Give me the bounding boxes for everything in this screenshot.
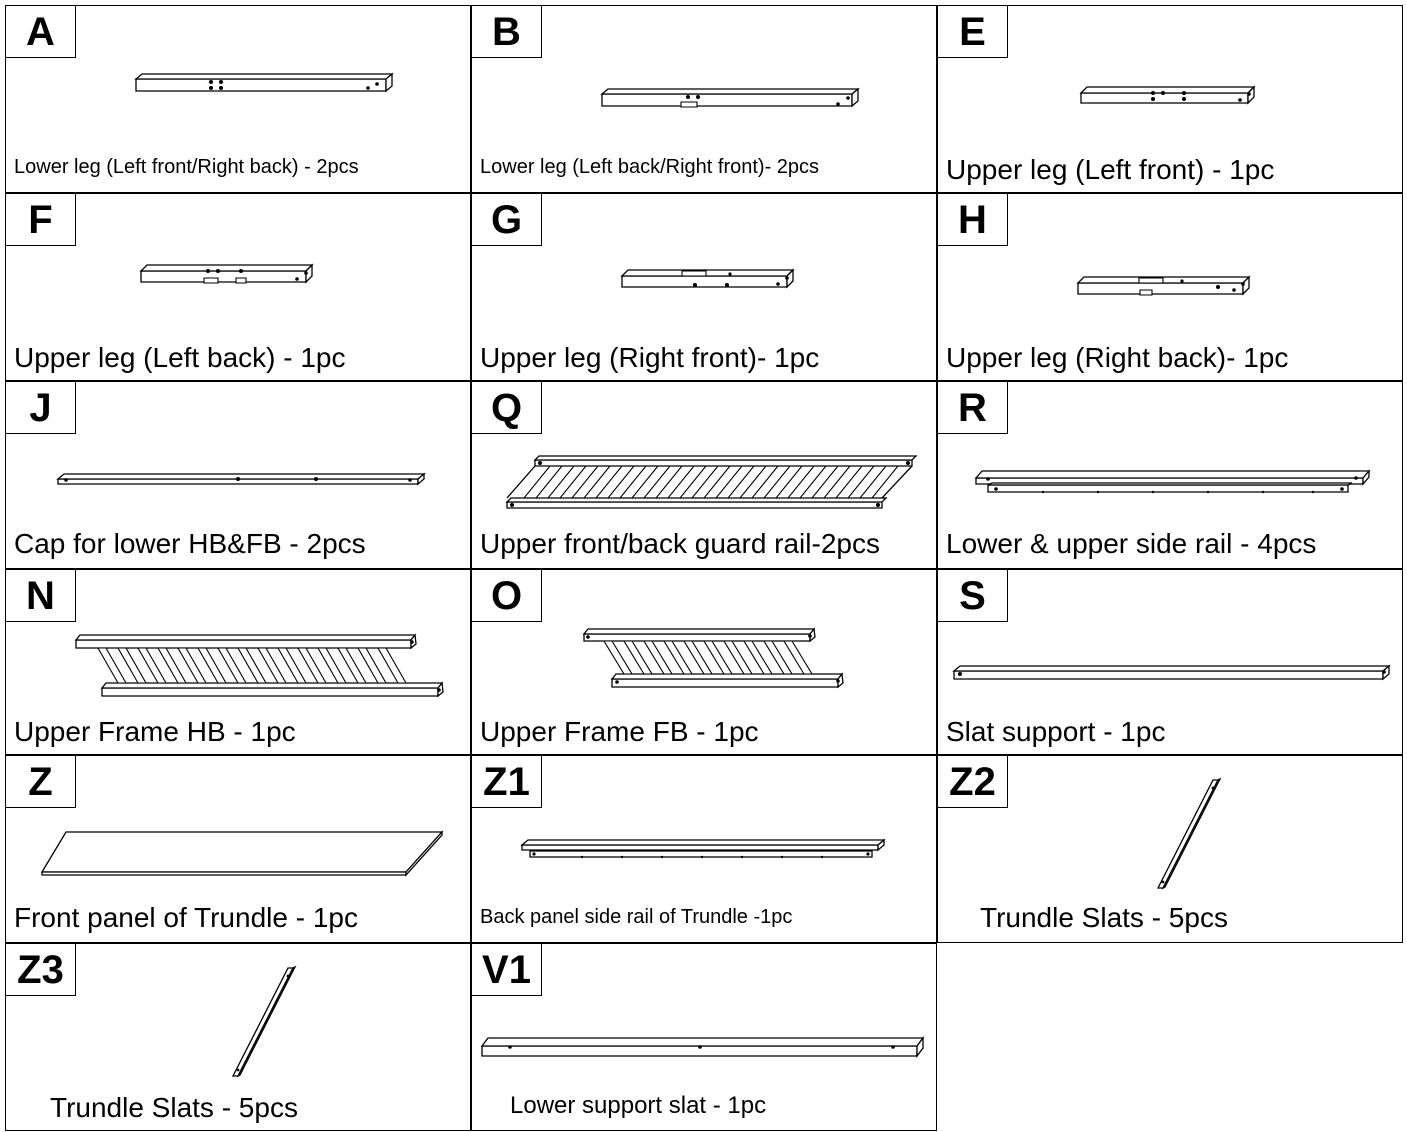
- part-letter: G: [472, 194, 542, 246]
- side-rail-drawing: [938, 382, 1404, 494]
- upper-leg-drawing: [938, 6, 1404, 194]
- part-cell-a: A Lower leg (Left front/Right back) - 2p…: [5, 5, 471, 193]
- part-cell-z: Z Front panel of Trundle - 1pc: [5, 755, 471, 943]
- upper-leg-drawing: [472, 194, 938, 382]
- lower-support-slat-drawing: [472, 944, 938, 1132]
- part-cell-e: E Upper leg (Left front) - 1pc: [937, 5, 1403, 193]
- part-cell-z3: Z3 Trundle Slats - 5pcs: [5, 943, 471, 1131]
- part-letter: V1: [472, 944, 542, 996]
- back-panel-rail-drawing: [472, 756, 938, 859]
- part-cell-s: S Slat support - 1pc: [937, 569, 1403, 755]
- part-caption: Lower leg (Left front/Right back) - 2pcs: [14, 156, 359, 178]
- part-letter: R: [938, 382, 1008, 434]
- part-cell-z2: Z2 Trundle Slats - 5pcs: [937, 755, 1403, 943]
- part-caption: Upper leg (Right back)- 1pc: [946, 342, 1289, 373]
- part-caption: Upper leg (Right front)- 1pc: [480, 342, 820, 373]
- lower-leg-drawing: [472, 6, 938, 194]
- upper-leg-drawing: [6, 194, 472, 382]
- part-letter: N: [6, 570, 76, 622]
- part-cell-v1: V1 Lower support slat - 1pc: [471, 943, 937, 1131]
- upper-frame-hb-drawing: [6, 570, 472, 756]
- upper-leg-drawing: [938, 194, 1404, 382]
- part-letter: Z2: [938, 756, 1008, 808]
- part-caption: Trundle Slats - 5pcs: [980, 902, 1228, 933]
- part-caption: Back panel side rail of Trundle -1pc: [480, 906, 793, 928]
- part-cell-h: H Upper leg (Right back)- 1pc: [937, 193, 1403, 381]
- part-caption: Lower & upper side rail - 4pcs: [946, 528, 1317, 559]
- part-letter: F: [6, 194, 76, 246]
- part-caption: Front panel of Trundle - 1pc: [14, 902, 358, 933]
- part-caption: Cap for lower HB&FB - 2pcs: [14, 528, 366, 559]
- part-cell-r: R Lower & upper side rail - 4pcs: [937, 381, 1403, 569]
- part-caption: Upper leg (Left front) - 1pc: [946, 154, 1275, 185]
- part-letter: S: [938, 570, 1008, 622]
- part-letter: A: [6, 6, 76, 58]
- part-cell-o: O Upper Frame FB - 1pc: [471, 569, 937, 755]
- part-caption: Slat support - 1pc: [946, 716, 1166, 747]
- part-cell-n: N Upper Frame HB - 1pc: [5, 569, 471, 755]
- part-letter: Q: [472, 382, 542, 434]
- lower-leg-drawing: [6, 6, 472, 194]
- front-panel-drawing: [6, 756, 472, 944]
- part-caption: Upper leg (Left back) - 1pc: [14, 342, 346, 373]
- part-letter: B: [472, 6, 542, 58]
- slat-support-drawing: [938, 570, 1404, 756]
- part-cell-z1: Z1 Back panel side rail of Trundle -1pc: [471, 755, 937, 943]
- part-caption: Upper Frame HB - 1pc: [14, 716, 296, 747]
- part-caption: Upper front/back guard rail-2pcs: [480, 528, 880, 559]
- upper-frame-fb-drawing: [472, 570, 938, 756]
- part-cell-b: B Lower leg (Left back/Right front)- 2pc…: [471, 5, 937, 193]
- part-caption: Lower leg (Left back/Right front)- 2pcs: [480, 156, 820, 178]
- part-letter: H: [938, 194, 1008, 246]
- cap-drawing: [6, 382, 472, 570]
- part-letter: Z3: [6, 944, 76, 996]
- part-caption: Trundle Slats - 5pcs: [50, 1092, 298, 1123]
- guard-rail-drawing: [472, 382, 938, 570]
- part-letter: Z: [6, 756, 76, 808]
- part-cell-g: G Upper leg (Right front)- 1pc: [471, 193, 937, 381]
- part-cell-j: J Cap for lower HB&FB - 2pcs: [5, 381, 471, 569]
- part-caption: Upper Frame FB - 1pc: [480, 716, 759, 747]
- part-letter: J: [6, 382, 76, 434]
- part-letter: O: [472, 570, 542, 622]
- part-letter: Z1: [472, 756, 542, 808]
- trundle-slat-drawing: [6, 944, 472, 1132]
- trundle-slat-drawing: [938, 756, 1404, 944]
- part-caption: Lower support slat - 1pc: [510, 1092, 767, 1119]
- part-cell-f: F Upper leg (Left back) - 1pc: [5, 193, 471, 381]
- part-cell-q: Q: [471, 381, 937, 569]
- part-letter: E: [938, 6, 1008, 58]
